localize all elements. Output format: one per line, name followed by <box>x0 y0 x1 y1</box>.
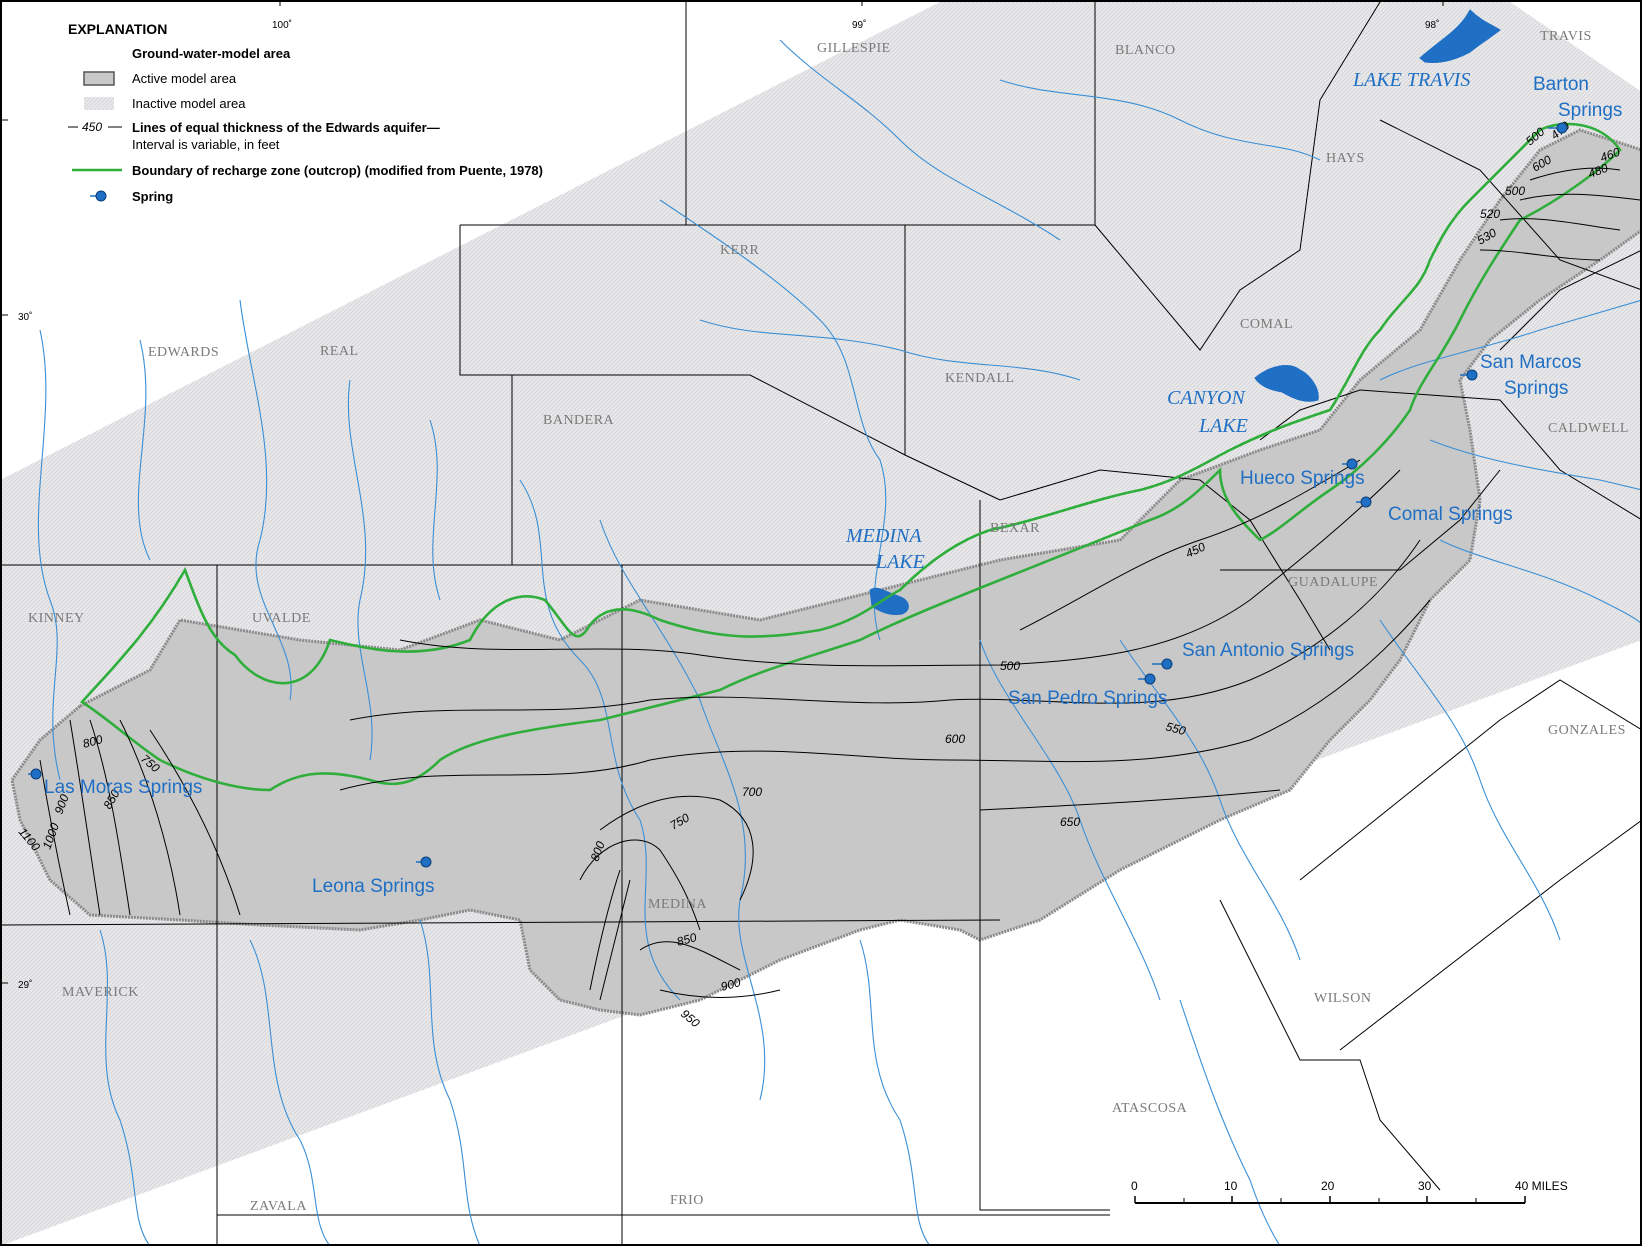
lake-label-medina-1: MEDINA <box>845 525 922 547</box>
contour-label-800: 800 <box>588 839 608 863</box>
contour-label-east-480: 480 <box>1586 161 1610 181</box>
contour-label-900: 900 <box>719 975 742 994</box>
contour-label-950: 950 <box>678 1007 703 1031</box>
spring-marker <box>1356 496 1372 508</box>
legend-active-label: Active model area <box>132 71 237 86</box>
legend-contour-label: Lines of equal thickness of the Edwards … <box>132 120 440 135</box>
county-label-travis: TRAVIS <box>1540 29 1592 44</box>
tick-lon-98: 98˚ <box>1425 19 1439 31</box>
lake-label-travis: LAKE TRAVIS <box>1352 69 1470 91</box>
spring-marker <box>416 856 432 868</box>
county-label-maverick: MAVERICK <box>62 985 139 1000</box>
county-label-kendall: KENDALL <box>945 371 1015 386</box>
county-label-edwards: EDWARDS <box>148 345 219 360</box>
spring-label-las-moras: Las Moras Springs <box>44 777 202 798</box>
recharge-zone-boundary <box>80 122 1622 792</box>
tick-lat-29: 29˚ <box>18 979 32 991</box>
lake-label-canyon-1: CANYON <box>1167 387 1246 409</box>
legend-recharge-label: Boundary of recharge zone (outcrop) (mod… <box>132 163 543 178</box>
scale-label-20: 20 <box>1321 1179 1335 1193</box>
spring-marker <box>1342 458 1358 470</box>
tick-lat-30: 30˚ <box>18 311 32 323</box>
legend-spring-label: Spring <box>132 189 173 204</box>
contour-label-west-900: 900 <box>52 792 72 816</box>
county-label-bexar: BEXAR <box>990 521 1040 536</box>
legend-model-area-heading: Ground-water-model area <box>132 46 291 61</box>
spring-label-san-marcos-1: San Marcos <box>1480 352 1581 373</box>
county-label-zavala: ZAVALA <box>250 1199 307 1214</box>
spring-label-san-marcos-2: Springs <box>1504 378 1568 399</box>
scale-label-0: 0 <box>1131 1179 1138 1193</box>
tick-lon-99: 99˚ <box>852 19 866 31</box>
scale-bar: 0 10 20 30 40 MILES <box>1131 1179 1568 1204</box>
lake-travis <box>1419 9 1501 63</box>
legend-spring-symbol <box>95 190 107 202</box>
legend-title: EXPLANATION <box>68 21 167 37</box>
county-label-atascosa: ATASCOSA <box>1112 1101 1188 1116</box>
county-label-real: REAL <box>320 344 359 359</box>
county-label-bandera: BANDERA <box>543 413 615 428</box>
county-label-kerr: KERR <box>720 243 760 258</box>
legend: EXPLANATION Ground-water-model area Acti… <box>68 21 543 204</box>
county-label-gillespie: GILLESPIE <box>817 41 891 56</box>
lake-labels: LAKE TRAVIS CANYON LAKE MEDINA LAKE <box>845 69 1470 573</box>
legend-contour-note: Interval is variable, in feet <box>132 137 280 152</box>
medina-lake <box>869 587 909 615</box>
county-labels: GILLESPIE BLANCO TRAVIS HAYS KERR EDWARD… <box>28 29 1629 1214</box>
spring-label-barton-1: Barton <box>1533 74 1589 95</box>
county-label-hays: HAYS <box>1326 151 1365 166</box>
canyon-lake <box>1254 365 1319 402</box>
spring-label-hueco: Hueco Springs <box>1240 468 1365 489</box>
county-label-comal: COMAL <box>1240 317 1293 332</box>
contour-label-east-500b: 500 <box>1505 184 1525 198</box>
contour-label-500: 500 <box>1000 659 1020 673</box>
contour-label-east-520: 520 <box>1480 207 1500 221</box>
spring-label-leona: Leona Springs <box>312 876 435 897</box>
springs: Barton Springs San Marcos Springs Hueco … <box>28 74 1622 897</box>
contour-label-650: 650 <box>1060 815 1080 829</box>
thickness-contours <box>39 167 1641 1001</box>
spring-marker <box>1548 122 1568 134</box>
contour-label-850: 850 <box>675 930 698 949</box>
lake-label-medina-2: LAKE <box>875 551 925 573</box>
spring-marker <box>1152 658 1173 670</box>
contour-label-600: 600 <box>945 732 965 746</box>
contour-label-west-800: 800 <box>81 732 104 751</box>
spring-label-san-antonio: San Antonio Springs <box>1182 640 1354 661</box>
county-label-medina: MEDINA <box>648 897 707 912</box>
legend-active-swatch <box>83 71 115 86</box>
spring-marker <box>28 768 42 780</box>
spring-label-san-pedro: San Pedro Springs <box>1008 688 1168 709</box>
contour-label-550: 550 <box>1164 719 1187 738</box>
county-label-uvalde: UVALDE <box>252 611 311 626</box>
scale-label-30: 30 <box>1418 1179 1432 1193</box>
spring-marker <box>1460 369 1478 381</box>
legend-inactive-label: Inactive model area <box>132 96 246 111</box>
spring-label-barton-2: Springs <box>1558 100 1622 121</box>
legend-inactive-swatch <box>84 97 114 110</box>
county-label-caldwell: CALDWELL <box>1548 421 1629 436</box>
lakes <box>869 9 1501 615</box>
county-label-blanco: BLANCO <box>1115 43 1176 58</box>
legend-contour-sample: 450 <box>82 120 102 134</box>
tick-lon-100: 100˚ <box>272 19 292 31</box>
spring-marker <box>1138 673 1156 685</box>
contour-label-700: 700 <box>742 785 762 799</box>
county-label-kinney: KINNEY <box>28 611 85 626</box>
county-label-gonzales: GONZALES <box>1548 723 1626 738</box>
lake-label-canyon-2: LAKE <box>1198 415 1248 437</box>
contour-label-east-460: 460 <box>1598 145 1622 165</box>
scale-label-10: 10 <box>1224 1179 1238 1193</box>
county-label-frio: FRIO <box>670 1193 704 1208</box>
rivers <box>37 39 1642 1246</box>
scale-label-40: 40 MILES <box>1515 1179 1568 1193</box>
county-label-wilson: WILSON <box>1314 991 1371 1006</box>
spring-label-comal: Comal Springs <box>1388 504 1513 525</box>
county-label-guadalupe: GUADALUPE <box>1288 575 1378 590</box>
